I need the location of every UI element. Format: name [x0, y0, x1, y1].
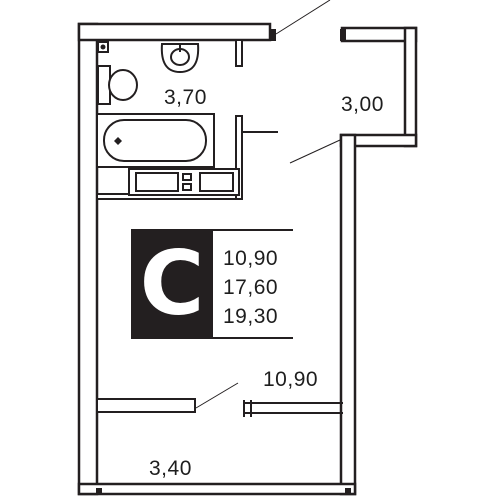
bathroom-partition — [96, 39, 278, 200]
lower-partition — [96, 398, 196, 413]
outer-walls — [77, 22, 418, 496]
toilet-icon — [97, 65, 138, 105]
living-area: 10,90 — [223, 247, 279, 270]
window-icon — [243, 400, 343, 417]
balcony-dimension: 3,00 — [341, 93, 384, 116]
washer-icon — [128, 168, 240, 196]
sink-icon — [160, 43, 200, 74]
room-width-dimension: 3,40 — [149, 457, 192, 480]
kitchen-area: 17,60 — [223, 276, 279, 299]
room-length-dimension: 10,90 — [263, 368, 319, 391]
apartment-type-badge: С — [131, 229, 213, 339]
apartment-type-letter: С — [139, 232, 205, 335]
bathroom-dimension: 3,70 — [164, 86, 207, 109]
leader-lines — [195, 0, 341, 409]
bathtub-icon — [96, 113, 215, 168]
total-area: 19,30 — [223, 305, 279, 328]
area-values: 10,90 17,60 19,30 — [213, 229, 293, 339]
